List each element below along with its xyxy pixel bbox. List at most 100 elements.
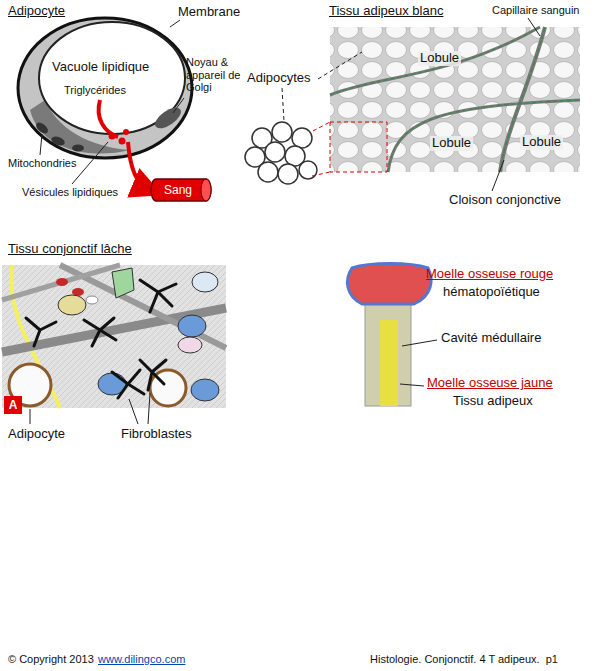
micrograph	[330, 27, 580, 172]
leader-line	[312, 172, 330, 176]
part-label: hématopoïétique	[443, 285, 540, 300]
connective-tissue	[2, 265, 226, 408]
micrograph	[330, 27, 540, 95]
micrograph	[330, 27, 540, 95]
leader-line	[30, 409, 31, 424]
connective-tissue	[192, 272, 218, 292]
leader-line	[313, 122, 330, 131]
panel-heading: Tissu conjonctif lâche	[8, 242, 132, 257]
part-label: Noyau & appareil de Golgi	[186, 56, 244, 94]
long-bone	[347, 264, 431, 407]
adipocyte-cell	[18, 18, 192, 158]
page-footer: Histologie. Conjonctif. 4 T adipeux. p1	[370, 653, 558, 666]
fibroblast	[84, 318, 116, 346]
region-label: Lobule	[418, 51, 461, 66]
adipocyte-cluster	[265, 142, 285, 162]
fibroblast	[26, 280, 176, 398]
adipocyte-cell	[39, 22, 185, 134]
part-label: Tissu adipeux	[453, 394, 533, 409]
adipocyte-cluster	[258, 162, 278, 182]
long-bone	[380, 320, 398, 406]
long-bone	[365, 298, 411, 406]
lipid-flow	[119, 138, 126, 145]
micrograph	[330, 27, 580, 172]
leader-line	[173, 98, 184, 113]
part-label: Cavité médullaire	[441, 331, 541, 346]
adipocyte-cell	[18, 18, 192, 158]
micrograph	[388, 100, 580, 172]
blood-vessel: Sang	[150, 178, 212, 202]
letter-box	[4, 396, 22, 414]
part-label: Fibroblastes	[121, 427, 192, 442]
leader-line	[30, 393, 150, 424]
part-label: Triglycérides	[64, 84, 126, 97]
micrograph	[330, 122, 387, 172]
adipocyte-cluster	[299, 161, 317, 179]
vessel-label: Sang	[150, 178, 212, 197]
leader-line	[282, 18, 540, 191]
part-label: Moelle osseuse rouge	[426, 267, 553, 282]
lipid-flow	[123, 129, 129, 135]
leader-line	[72, 142, 108, 184]
micrograph	[500, 27, 545, 172]
connective-tissue	[2, 308, 226, 352]
fibroblast	[26, 318, 56, 346]
part-label: Adipocytes	[247, 71, 311, 86]
leader-line	[148, 393, 150, 424]
website-link: www.dilingco.com	[98, 653, 185, 666]
adipocyte-cluster	[245, 122, 317, 184]
part-label: Vacuole lipidique	[52, 60, 149, 75]
connective-tissue	[178, 337, 202, 353]
vessel-cylinder	[201, 179, 211, 201]
leader-line	[129, 399, 138, 424]
connective-tissue	[191, 379, 219, 401]
adipocyte-cluster	[292, 128, 312, 148]
part-label: Cloison conjonctive	[449, 193, 561, 208]
adipocyte-cell	[152, 104, 185, 133]
leader-line	[400, 384, 424, 386]
lipid-flow	[109, 133, 116, 140]
leader-line	[282, 88, 284, 121]
micrograph	[500, 27, 545, 172]
connective-tissue	[86, 296, 98, 304]
leader-line	[318, 52, 362, 79]
part-label: Membrane	[178, 5, 240, 20]
fibroblast	[140, 360, 166, 390]
region-label: Lobule	[520, 135, 563, 150]
connective-tissue	[56, 278, 68, 286]
long-bone	[347, 264, 431, 305]
connective-tissue	[58, 295, 86, 315]
leader-line	[492, 160, 504, 191]
part-label: Moelle osseuse jaune	[427, 376, 553, 391]
fibroblast	[140, 280, 176, 312]
part-label: Vésicules lipidiques	[22, 186, 118, 199]
lipid-flow	[99, 100, 118, 137]
region-label: Lobule	[430, 136, 473, 151]
leader-line	[40, 134, 42, 155]
panel-heading: Tissu adipeux blanc	[329, 4, 443, 19]
panel-letter: A	[4, 396, 22, 414]
connective-tissue	[178, 315, 206, 337]
panel-heading: Adipocyte	[8, 4, 65, 19]
micrograph	[388, 100, 580, 172]
leader-line	[402, 340, 437, 346]
copyright-note: © Copyright 2013	[8, 653, 94, 666]
leader-line	[170, 20, 180, 27]
part-label: Mitochondries	[8, 157, 76, 170]
part-label: Adipocyte	[8, 427, 65, 442]
part-label: Capillaire sanguin	[492, 4, 579, 17]
adipocyte-cluster	[278, 164, 298, 184]
connective-tissue	[2, 265, 120, 300]
panel-letter-text: A	[4, 396, 22, 412]
fibroblast	[112, 370, 144, 398]
adipocyte-cluster	[272, 122, 292, 142]
adipocyte-cell	[34, 120, 50, 135]
vessel-cylinder	[151, 179, 211, 201]
adipocyte-cell	[72, 145, 84, 152]
leader-line	[528, 18, 540, 36]
connective-tissue	[2, 265, 226, 408]
lipid-flow	[128, 142, 148, 189]
connective-tissue	[112, 268, 134, 298]
adipocyte-cell	[50, 135, 66, 147]
